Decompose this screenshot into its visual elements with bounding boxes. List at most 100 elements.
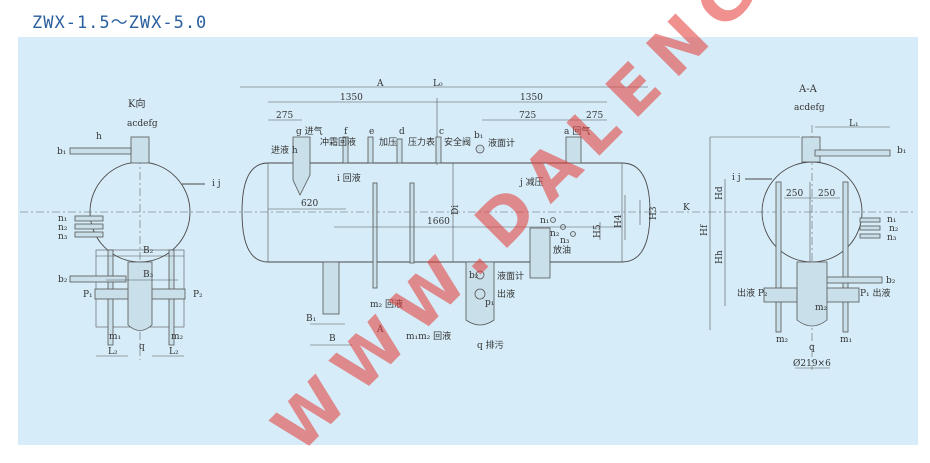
m2-return-pipe	[409, 182, 415, 264]
label-n1: n₁	[887, 215, 896, 225]
label-n3: n₃	[58, 232, 68, 242]
label-e: e	[369, 127, 374, 137]
dim-250-left: 250	[786, 189, 803, 199]
label-B3: B₃	[143, 270, 154, 280]
label-q: q	[139, 342, 145, 352]
label-ij: i j	[212, 179, 221, 189]
n3-pipe	[74, 231, 104, 238]
dim-620: 620	[301, 199, 318, 209]
top-nozzle	[801, 136, 821, 163]
m1-return-pipe	[372, 182, 378, 289]
label-n3: n₃	[560, 236, 570, 246]
label-h: h	[96, 132, 102, 142]
label-m1: m₁	[840, 335, 852, 345]
label-B: B	[329, 334, 336, 344]
label-P1-outlet: P₁ 出液	[860, 287, 891, 299]
label-b2-desc: 液面计	[497, 270, 524, 282]
k-view-title: K向	[128, 97, 145, 110]
label-H5: H5	[593, 224, 603, 238]
label-oil-drain: 放油	[553, 244, 571, 256]
label-g: g 进气	[296, 125, 323, 137]
left-end-view	[69, 136, 205, 357]
label-Di: Di	[451, 205, 461, 215]
label-K: K	[683, 203, 690, 213]
label-m2: m₂	[171, 332, 184, 342]
label-m1: m₁	[109, 332, 121, 342]
label-b2: b₂	[469, 271, 479, 281]
k-view-ports: acdefg	[127, 119, 158, 129]
dim-250-right: 250	[818, 189, 835, 199]
label-Hh: Hh	[715, 250, 725, 264]
label-L0: L₀	[433, 79, 443, 89]
drawing-panel	[18, 37, 918, 445]
label-h-inlet: 进液 h	[271, 144, 298, 156]
b1-pipe	[814, 149, 891, 157]
label-section-A: A	[376, 325, 384, 335]
main-front-view	[240, 86, 651, 346]
label-b1-desc: 液面计	[488, 137, 515, 149]
n3-pipe	[859, 233, 881, 239]
n2-pipe	[74, 223, 104, 230]
label-a: a 回气	[564, 125, 590, 137]
label-ij: i j	[732, 173, 741, 183]
label-d-desc: 压力表	[408, 136, 435, 148]
label-n2: n₂	[550, 229, 560, 239]
label-f-desc: 冲霜回液	[320, 136, 356, 148]
n2-pipe	[859, 225, 881, 231]
label-d: d	[399, 127, 405, 137]
label-b1: b₁	[897, 146, 906, 156]
label-m2-return: m₂ 回液	[370, 298, 403, 310]
label-H4: H4	[614, 214, 624, 228]
label-B2: B₂	[143, 246, 154, 256]
label-outlet: 出液	[497, 288, 515, 300]
a-return-gas-nozzle	[565, 136, 582, 164]
right-support	[529, 227, 551, 279]
label-H3: H3	[649, 206, 659, 220]
label-n2: n₂	[58, 223, 68, 233]
label-i: i 回液	[337, 172, 361, 184]
label-m2: m₂	[776, 335, 789, 345]
n3-port	[570, 231, 576, 237]
dim-275-right: 275	[586, 111, 603, 121]
n1-pipe	[74, 215, 104, 222]
dim-1350-right: 1350	[520, 93, 543, 103]
f-nozzle	[342, 136, 349, 164]
label-p1: p₁	[485, 298, 494, 308]
section-view-aa	[709, 126, 891, 369]
label-n1: n₁	[540, 216, 549, 226]
d-nozzle	[396, 138, 403, 164]
b2-pipe	[69, 275, 127, 283]
n1-pipe	[859, 217, 881, 223]
label-e-desc: 加压	[379, 137, 397, 148]
e-nozzle	[367, 136, 374, 164]
label-c: c	[439, 127, 444, 137]
c-nozzle	[435, 136, 442, 164]
g-inlet-nozzle	[292, 136, 311, 196]
section-ports: acdefg	[794, 103, 825, 113]
dim-1350-left: 1350	[340, 93, 363, 103]
label-pipe-size: Ø219×6	[793, 358, 831, 369]
p1-outlet	[474, 288, 486, 300]
label-q-drain: q 排污	[477, 339, 504, 351]
label-f: f	[344, 127, 348, 137]
label-b2: b₂	[58, 275, 68, 285]
label-L1: L₁	[849, 119, 859, 129]
label-Hd: Hd	[715, 186, 725, 200]
label-c-desc: 安全阀	[444, 136, 471, 148]
dim-1660: 1660	[427, 217, 450, 227]
watermark: WWW.DALENG.CC	[259, 0, 894, 463]
m2-pipe	[775, 181, 782, 333]
label-j: j 减压	[519, 176, 544, 188]
n1-port	[550, 217, 556, 223]
b1-pipe	[69, 147, 132, 155]
label-n1: n₁	[58, 214, 67, 224]
label-q: q	[809, 343, 815, 353]
m1-pipe	[842, 181, 849, 333]
b2-pipe	[821, 276, 883, 284]
dim-275-left: 275	[276, 111, 293, 121]
page-title: ZWX-1.5～ZWX-5.0	[32, 13, 208, 33]
dim-725: 725	[519, 111, 536, 121]
label-b2: b₂	[886, 276, 896, 286]
sump	[796, 261, 828, 327]
